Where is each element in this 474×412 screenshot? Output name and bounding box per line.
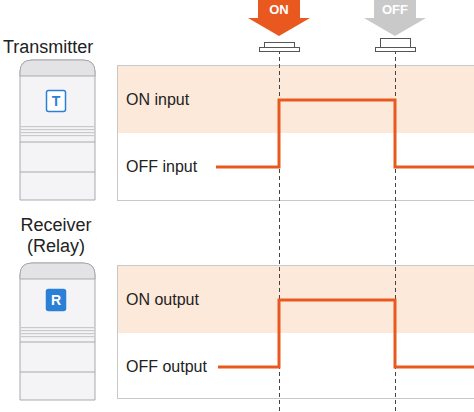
off-arrow xyxy=(364,0,426,36)
device-badge: T xyxy=(52,93,61,109)
transmitter-device xyxy=(20,60,95,200)
device-name: Transmitter xyxy=(3,37,93,58)
timing-guide xyxy=(280,50,396,412)
on-arrow xyxy=(248,0,310,36)
signal-name: OFF input xyxy=(126,158,197,176)
signal-trace xyxy=(216,100,474,367)
frame-lines xyxy=(117,65,474,399)
arrow-label: OFF xyxy=(382,3,408,18)
signal-name: ON output xyxy=(126,291,199,309)
signal-name: ON input xyxy=(126,91,189,109)
device-badge: R xyxy=(51,292,61,308)
signal-name: OFF output xyxy=(126,358,207,376)
receiver-device xyxy=(20,263,95,400)
arrow-label: ON xyxy=(269,3,289,18)
device-name: Receiver (Relay) xyxy=(6,215,106,256)
push-button xyxy=(260,39,416,52)
